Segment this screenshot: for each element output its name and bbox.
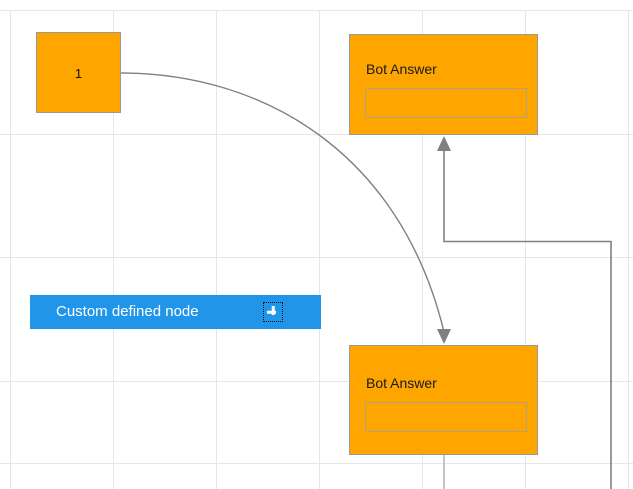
node-bot-answer-top-title: Bot Answer xyxy=(366,61,437,77)
connector-node1-to-bot-bottom[interactable] xyxy=(120,72,451,344)
node-bot-answer-bottom-slot[interactable] xyxy=(365,402,527,432)
node-1[interactable]: 1 xyxy=(36,32,121,113)
node-bot-answer-bottom[interactable]: Bot Answer xyxy=(349,345,538,455)
node-bot-answer-bottom-title: Bot Answer xyxy=(366,375,437,391)
connector-loop-to-bot-top[interactable] xyxy=(437,136,612,489)
node-bot-answer-top[interactable]: Bot Answer xyxy=(349,34,538,135)
custom-defined-node-label: Custom defined node xyxy=(56,303,199,320)
custom-defined-node-button[interactable]: Custom defined node xyxy=(30,295,321,329)
node-bot-answer-top-slot[interactable] xyxy=(365,88,527,118)
node-1-label: 1 xyxy=(74,66,83,81)
plus-icon[interactable] xyxy=(263,302,283,322)
